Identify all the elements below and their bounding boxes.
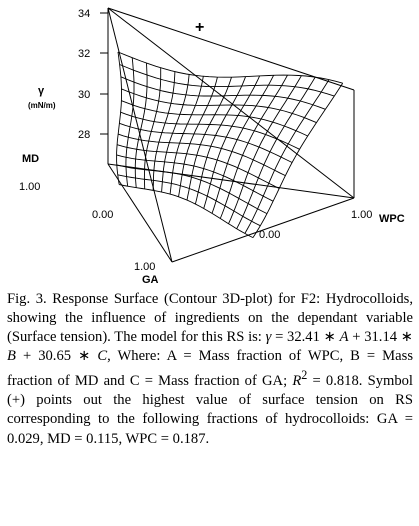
mesh-line-22 <box>194 76 247 205</box>
caption-var-b: B <box>7 348 16 365</box>
caption-part-6: = 0.818. Symbol (+) points out the highe… <box>7 373 413 447</box>
figure-caption: Fig. 3. Response Surface (Contour 3D-plo… <box>7 290 413 449</box>
caption-var-a: A <box>339 329 349 346</box>
frame-front-right-edge <box>171 197 355 263</box>
mesh-line-20 <box>178 76 218 197</box>
surface-mesh <box>116 51 344 239</box>
mesh-line-25 <box>219 74 288 219</box>
mesh-line-23 <box>203 75 261 209</box>
caption-r-superscript: 2 <box>301 368 308 383</box>
mesh-line-2 <box>120 76 326 110</box>
mesh-line-13 <box>116 51 122 185</box>
mesh-line-14 <box>125 57 135 187</box>
mesh-line-27 <box>236 76 316 229</box>
md-label: MD <box>22 153 39 165</box>
caption-r: R <box>292 373 302 390</box>
zero-left-label: 0.00 <box>92 209 113 221</box>
highest-value-marker: + <box>195 19 204 36</box>
mesh-line-1 <box>119 64 335 97</box>
mesh-line-19 <box>169 76 204 195</box>
y-tick-28: 28 <box>78 129 90 141</box>
mesh-line-29 <box>252 82 344 238</box>
y-tick-34: 34 <box>78 8 90 20</box>
mesh-line-16 <box>143 67 162 190</box>
ga-label: GA <box>142 274 159 286</box>
y-tick-32: 32 <box>78 48 90 60</box>
mesh-line-21 <box>186 77 232 201</box>
caption-part-1: Fig. 3. Response Surface (Contour 3D-plo… <box>7 291 413 346</box>
wpc-label: WPC <box>379 213 405 225</box>
mesh-line-15 <box>134 63 148 188</box>
mesh-line-24 <box>211 75 275 214</box>
y-tick-marks <box>100 12 108 135</box>
caption-part-2: = 32.41 ∗ <box>271 329 340 346</box>
frame-top-edge <box>107 7 355 91</box>
caption-part-4: + 30.65 ∗ <box>15 348 98 365</box>
response-surface-plot: 34 32 30 28 γ (mN/m) MD WPC GA 1.00 1.00… <box>19 7 405 286</box>
md-max-label: 1.00 <box>19 181 40 193</box>
plot-frame <box>107 7 355 263</box>
frame-inner-diag-3 <box>107 7 355 199</box>
frame-inner-diag-2 <box>107 7 173 263</box>
mesh-line-26 <box>228 75 302 224</box>
y-axis-unit: (mN/m) <box>28 101 56 110</box>
mesh-line-28 <box>244 79 330 234</box>
mesh-line-17 <box>152 71 176 191</box>
caption-part-5: , Where: A = Mass fraction of WPC, B = M… <box>7 348 413 390</box>
y-axis-label: γ <box>38 85 45 97</box>
mesh-line-18 <box>161 74 190 193</box>
caption-var-c: C <box>97 348 108 365</box>
y-tick-30: 30 <box>78 89 90 101</box>
wpc-max-label: 1.00 <box>351 209 372 221</box>
caption-part-3: + 31.14 ∗ <box>348 329 414 346</box>
mesh-line-0 <box>117 51 343 84</box>
ga-max-label: 1.00 <box>134 261 155 273</box>
caption-gamma: γ <box>265 329 272 346</box>
zero-right-label: 0.00 <box>259 229 280 241</box>
